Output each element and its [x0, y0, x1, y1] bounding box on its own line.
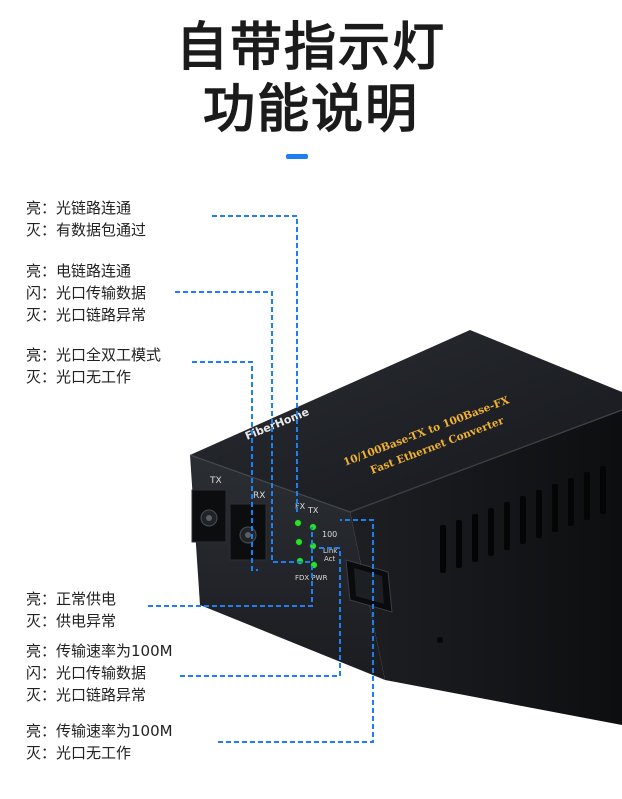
led-desc-tx-blink: 闪：光口传输数据 [26, 284, 147, 302]
led-label-act: Act [324, 555, 336, 563]
led-desc-fdx-on: 亮：光口全双工模式 [26, 346, 162, 364]
leader-pwr [148, 566, 313, 607]
leader-100 [180, 547, 341, 677]
leader-link [218, 519, 374, 743]
port-rx-label: RX [253, 491, 265, 501]
fiber-port-rx [229, 503, 267, 561]
page-title-line2: 功能说明 [202, 80, 419, 140]
led-desc-link-off: 灭：光口无工作 [26, 744, 132, 762]
led-fx [294, 519, 302, 527]
leader-fx [212, 215, 298, 514]
led-label-link: Link [323, 547, 338, 555]
title-accent-bar [286, 154, 308, 159]
led-desc-tx-off: 灭：光口链路异常 [26, 306, 147, 324]
leader-lines [148, 215, 374, 743]
led-fdx [295, 538, 303, 546]
page-title-line1: 自带指示灯 [175, 18, 446, 78]
led-desc-tx-on: 亮：电链路连通 [26, 262, 132, 280]
led-label-100: 100 [322, 530, 337, 539]
led-desc-link-on: 亮：传输速率为100M [26, 722, 173, 740]
leader-fdx [192, 361, 258, 571]
port-tx-label: TX [209, 476, 222, 486]
device-top-face [190, 330, 622, 512]
screw-hole [437, 637, 443, 643]
led-desc-fx-off: 灭：有数据包通过 [26, 221, 147, 239]
led-label-fx: FX [295, 502, 306, 511]
fiber-port-tx [191, 489, 227, 543]
led-desc-pwr-on: 亮：正常供电 [26, 590, 117, 608]
led-desc-fdx-off: 灭：光口无工作 [26, 368, 132, 386]
side-vents [440, 466, 606, 573]
led-desc-100-blink: 闪：光口传输数据 [26, 664, 147, 682]
led-desc-100-off: 灭：光口链路异常 [26, 686, 147, 704]
leader-tx [175, 291, 313, 563]
rj45-port [345, 559, 393, 613]
led-desc-fx-on: 亮：光链路连通 [26, 199, 132, 217]
led-desc-100-on: 亮：传输速率为100M [26, 642, 173, 660]
led-label-tx: TX [307, 506, 319, 515]
led-desc-pwr-off: 灭：供电异常 [26, 612, 117, 630]
